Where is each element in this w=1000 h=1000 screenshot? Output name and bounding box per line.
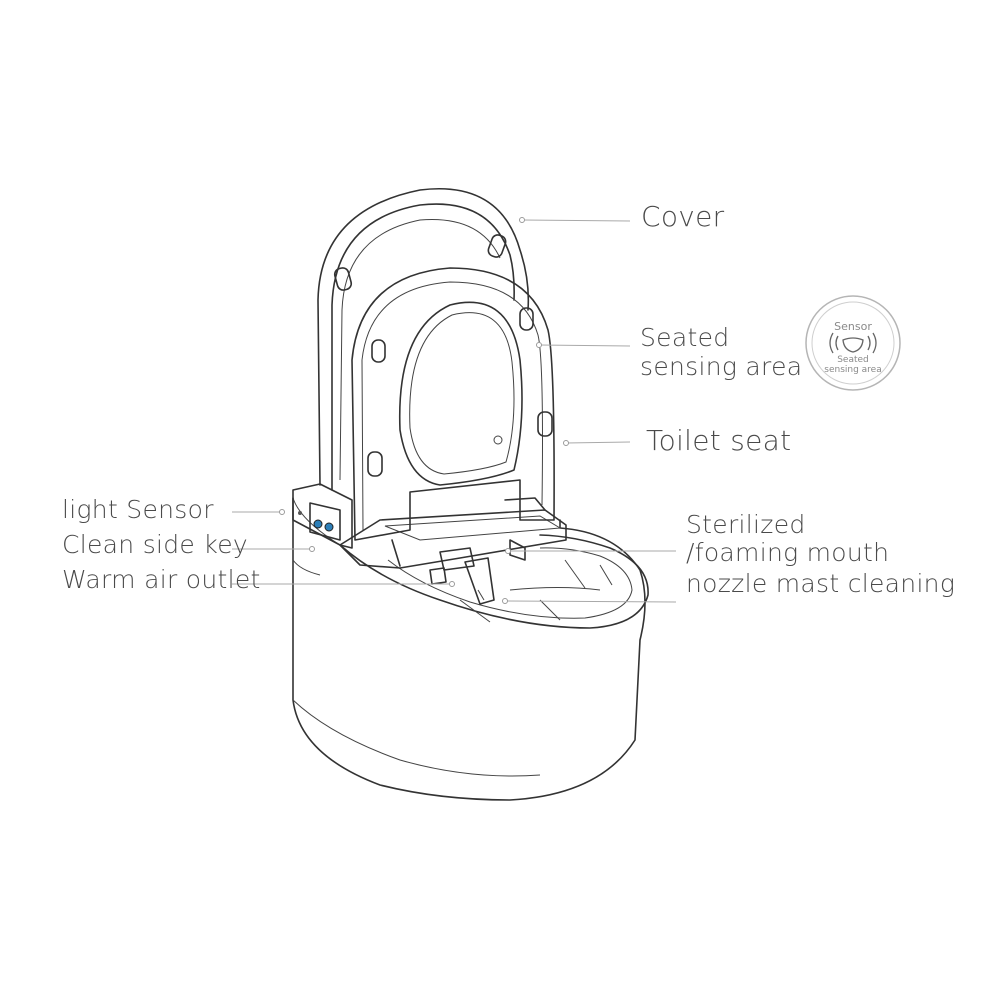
seat-bumper-4 [367, 451, 383, 477]
label-seated-line-1: Seated [640, 323, 730, 352]
sensor-badge-caption-1: Seated [837, 355, 869, 365]
seat-bumper-1 [371, 339, 386, 363]
sensor-badge-title: Sensor [834, 320, 872, 333]
seat-hole [493, 435, 503, 445]
label-nozzle-cleaning: nozzle mast cleaning [686, 569, 956, 598]
cover-bumper-left [333, 267, 353, 291]
sensor-waves-icon [829, 332, 877, 354]
label-toilet-seat: Toilet seat [646, 424, 792, 457]
leader-lines [232, 217, 677, 604]
light-sensor-dot [298, 511, 302, 515]
sensor-badge-caption-2: sensing area [824, 365, 881, 375]
cover-bumper-right [487, 234, 507, 258]
label-seated-line-2: sensing area [640, 352, 803, 381]
seat-bumper-2 [519, 307, 534, 331]
cover [317, 188, 530, 491]
label-cover: Cover [641, 200, 725, 233]
label-sterilized-line-1: Sterilized [686, 510, 806, 539]
label-sterilized-line-2: /foaming mouth [686, 538, 890, 567]
toilet-seat [351, 267, 555, 541]
label-warm-air-outlet: Warm air outlet [62, 565, 261, 594]
clean-side-key-button-a [313, 519, 323, 529]
label-light-sensor: light Sensor [62, 495, 214, 524]
sensor-badge: Sensor Seated sensing area [805, 295, 901, 391]
clean-side-key-button-b [324, 522, 334, 532]
control-housing [292, 483, 353, 549]
toilet-bowl [292, 497, 649, 801]
seat-bumper-3 [537, 411, 553, 437]
label-clean-side-key: Clean side key [62, 530, 249, 559]
